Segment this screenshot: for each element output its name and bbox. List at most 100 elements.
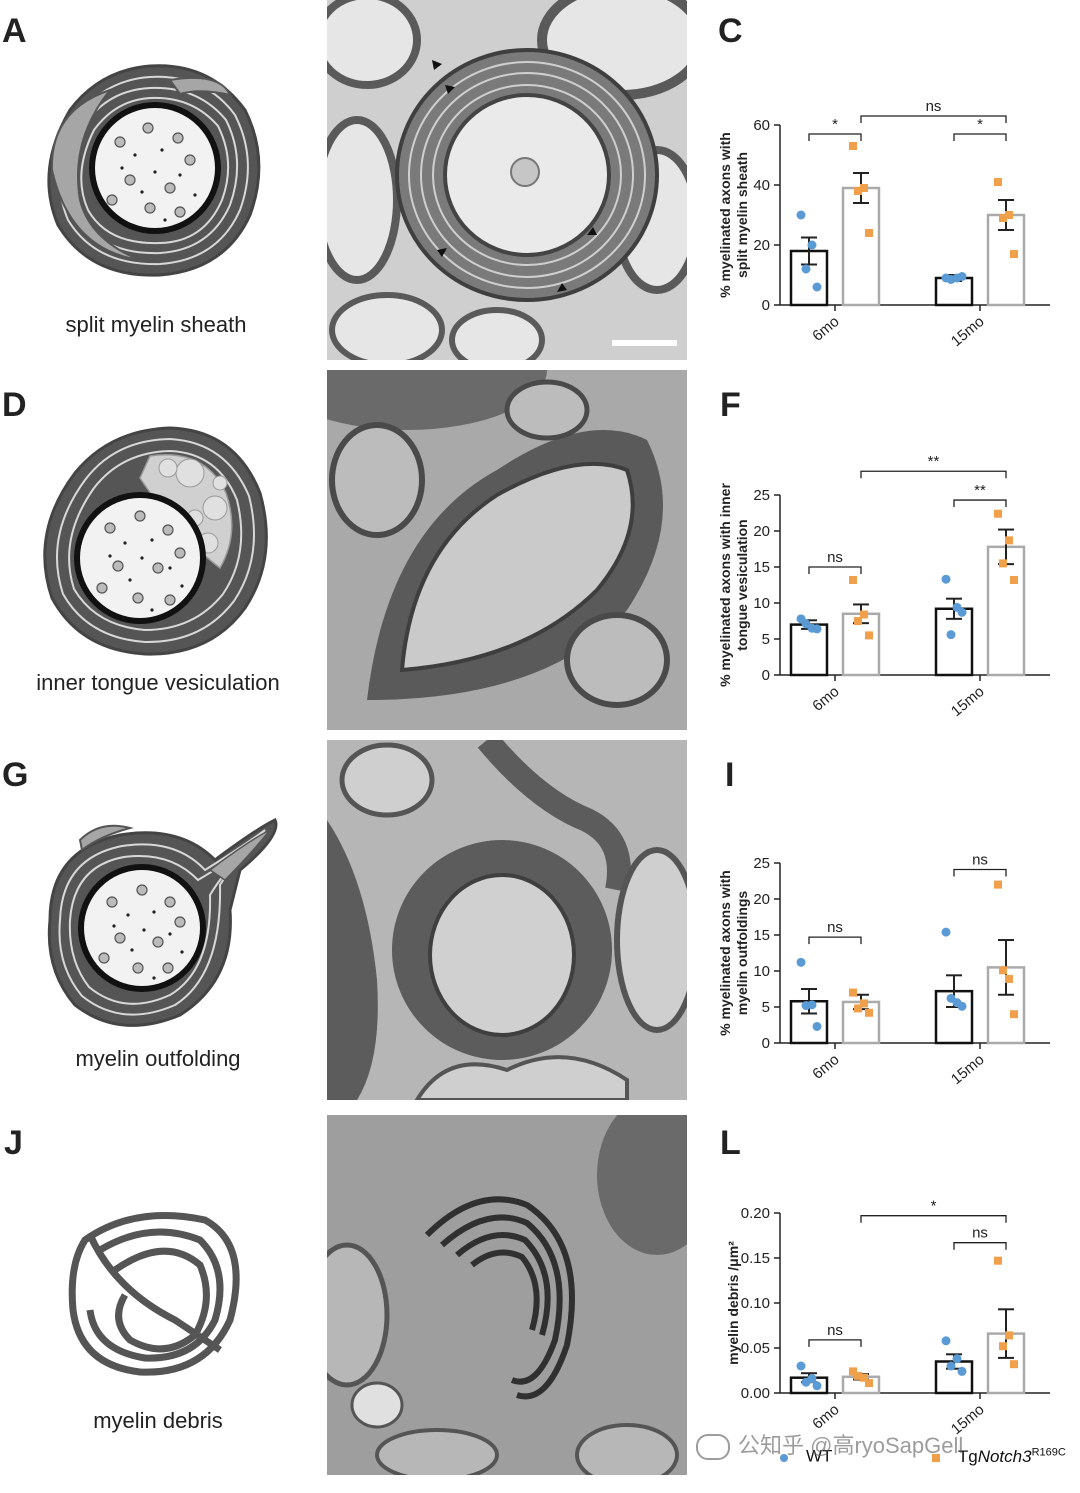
data-point bbox=[865, 1379, 873, 1388]
significance-label: ** bbox=[974, 482, 986, 499]
data-point bbox=[1010, 1010, 1018, 1019]
y-tick-label: 0 bbox=[762, 667, 770, 684]
significance-bracket bbox=[860, 115, 1007, 123]
significance-bracket bbox=[953, 1242, 1007, 1250]
x-tick-label: 15mo bbox=[948, 313, 988, 350]
data-point bbox=[849, 142, 857, 150]
data-point bbox=[941, 927, 951, 937]
panel-label-c: C bbox=[718, 12, 743, 50]
y-tick-label: 25 bbox=[753, 855, 770, 872]
y-axis-label-line: myelin outfoldings bbox=[734, 891, 750, 1016]
significance-label: ns bbox=[972, 1225, 988, 1242]
data-point bbox=[999, 559, 1007, 568]
significance-bracket bbox=[808, 566, 862, 574]
y-axis-label-line: % myelinated axons with bbox=[717, 870, 733, 1036]
data-point bbox=[999, 966, 1007, 975]
panel-label-d: D bbox=[2, 386, 27, 424]
x-tick-label: 15mo bbox=[948, 683, 988, 720]
legend-tg-label: TgNotch3R169C bbox=[957, 1446, 1066, 1466]
legend: WT TgNotch3R169C bbox=[780, 1446, 1066, 1467]
y-tick-label: 0 bbox=[762, 1035, 770, 1052]
data-point bbox=[946, 630, 956, 640]
x-tick-label: 6mo bbox=[809, 683, 842, 715]
data-point bbox=[952, 1354, 962, 1364]
y-tick-label: 0.05 bbox=[741, 1340, 770, 1357]
legend-tg-marker bbox=[931, 1453, 940, 1462]
diagram-split-myelin-sheath bbox=[30, 50, 280, 290]
significance-bracket bbox=[808, 936, 862, 945]
y-tick-label: 5 bbox=[762, 999, 770, 1016]
significance-label: * bbox=[931, 1198, 937, 1215]
data-point bbox=[801, 1377, 811, 1387]
legend-wt-marker bbox=[780, 1453, 788, 1462]
caption-myelin-outfolding: myelin outfolding bbox=[75, 1046, 241, 1071]
data-point bbox=[796, 1361, 806, 1371]
y-tick-label: 10 bbox=[753, 595, 770, 612]
data-point bbox=[801, 264, 811, 274]
significance-label: * bbox=[977, 116, 983, 133]
bar bbox=[841, 186, 881, 307]
em-image-debris bbox=[327, 1115, 687, 1475]
data-point bbox=[946, 1361, 956, 1371]
data-point bbox=[860, 999, 868, 1008]
significance-bracket bbox=[808, 1339, 862, 1347]
data-point bbox=[1010, 250, 1018, 258]
significance-bracket bbox=[953, 499, 1007, 508]
data-point bbox=[854, 1371, 862, 1380]
significance-bracket bbox=[860, 470, 1007, 479]
caption-inner-tongue-vesiculation: inner tongue vesiculation bbox=[36, 670, 280, 695]
y-tick-label: 5 bbox=[762, 631, 770, 648]
em-image-split-myelin bbox=[327, 0, 687, 360]
y-tick-label: 0.00 bbox=[741, 1385, 770, 1402]
significance-label: ** bbox=[928, 453, 940, 470]
data-point bbox=[999, 214, 1007, 222]
y-axis-label-line: % myelinated axons with bbox=[717, 132, 733, 298]
y-tick-label: 0.15 bbox=[741, 1250, 770, 1267]
data-point bbox=[854, 617, 862, 625]
data-point bbox=[801, 1001, 811, 1011]
data-point bbox=[865, 631, 873, 640]
data-point bbox=[849, 1367, 857, 1376]
data-point bbox=[1005, 974, 1013, 983]
data-point bbox=[865, 1008, 873, 1017]
panel-label-g: G bbox=[2, 756, 29, 794]
y-tick-label: 15 bbox=[753, 559, 770, 576]
significance-label: ns bbox=[972, 851, 988, 868]
data-point bbox=[1005, 1331, 1013, 1340]
y-axis-label: % myelinated axons with innertongue vesi… bbox=[717, 483, 750, 687]
significance-bracket bbox=[808, 133, 862, 141]
data-point bbox=[812, 1021, 822, 1031]
y-tick-label: 40 bbox=[753, 177, 770, 194]
panel-label-j: J bbox=[4, 1124, 23, 1162]
data-point bbox=[994, 880, 1002, 889]
data-point bbox=[1005, 536, 1013, 545]
y-tick-label: 20 bbox=[753, 891, 770, 908]
panel-label-f: F bbox=[720, 386, 741, 424]
panel-label-a: A bbox=[2, 12, 27, 50]
data-point bbox=[860, 1373, 868, 1382]
data-point bbox=[994, 1256, 1002, 1265]
x-tick-label: 6mo bbox=[809, 1051, 842, 1083]
data-point bbox=[1005, 211, 1013, 219]
data-point bbox=[941, 574, 951, 584]
diagram-myelin-outfolding bbox=[20, 810, 290, 1040]
significance-label: ns bbox=[827, 1322, 843, 1339]
data-point bbox=[994, 509, 1002, 518]
data-point bbox=[1010, 1360, 1018, 1369]
y-tick-label: 10 bbox=[753, 963, 770, 980]
data-point bbox=[812, 624, 822, 634]
y-axis-label-line: split myelin sheath bbox=[734, 152, 750, 278]
panel-label-i: I bbox=[725, 756, 735, 794]
em-image-outfolding bbox=[327, 740, 687, 1100]
data-point bbox=[946, 275, 956, 284]
y-tick-label: 20 bbox=[753, 523, 770, 540]
y-axis-label-line: % myelinated axons with inner bbox=[717, 483, 733, 687]
significance-label: ns bbox=[926, 98, 942, 115]
y-tick-label: 60 bbox=[753, 117, 770, 134]
data-point bbox=[957, 607, 967, 617]
em-image-inner-tongue bbox=[327, 370, 687, 730]
data-point bbox=[812, 1381, 822, 1391]
significance-label: ns bbox=[827, 549, 843, 566]
